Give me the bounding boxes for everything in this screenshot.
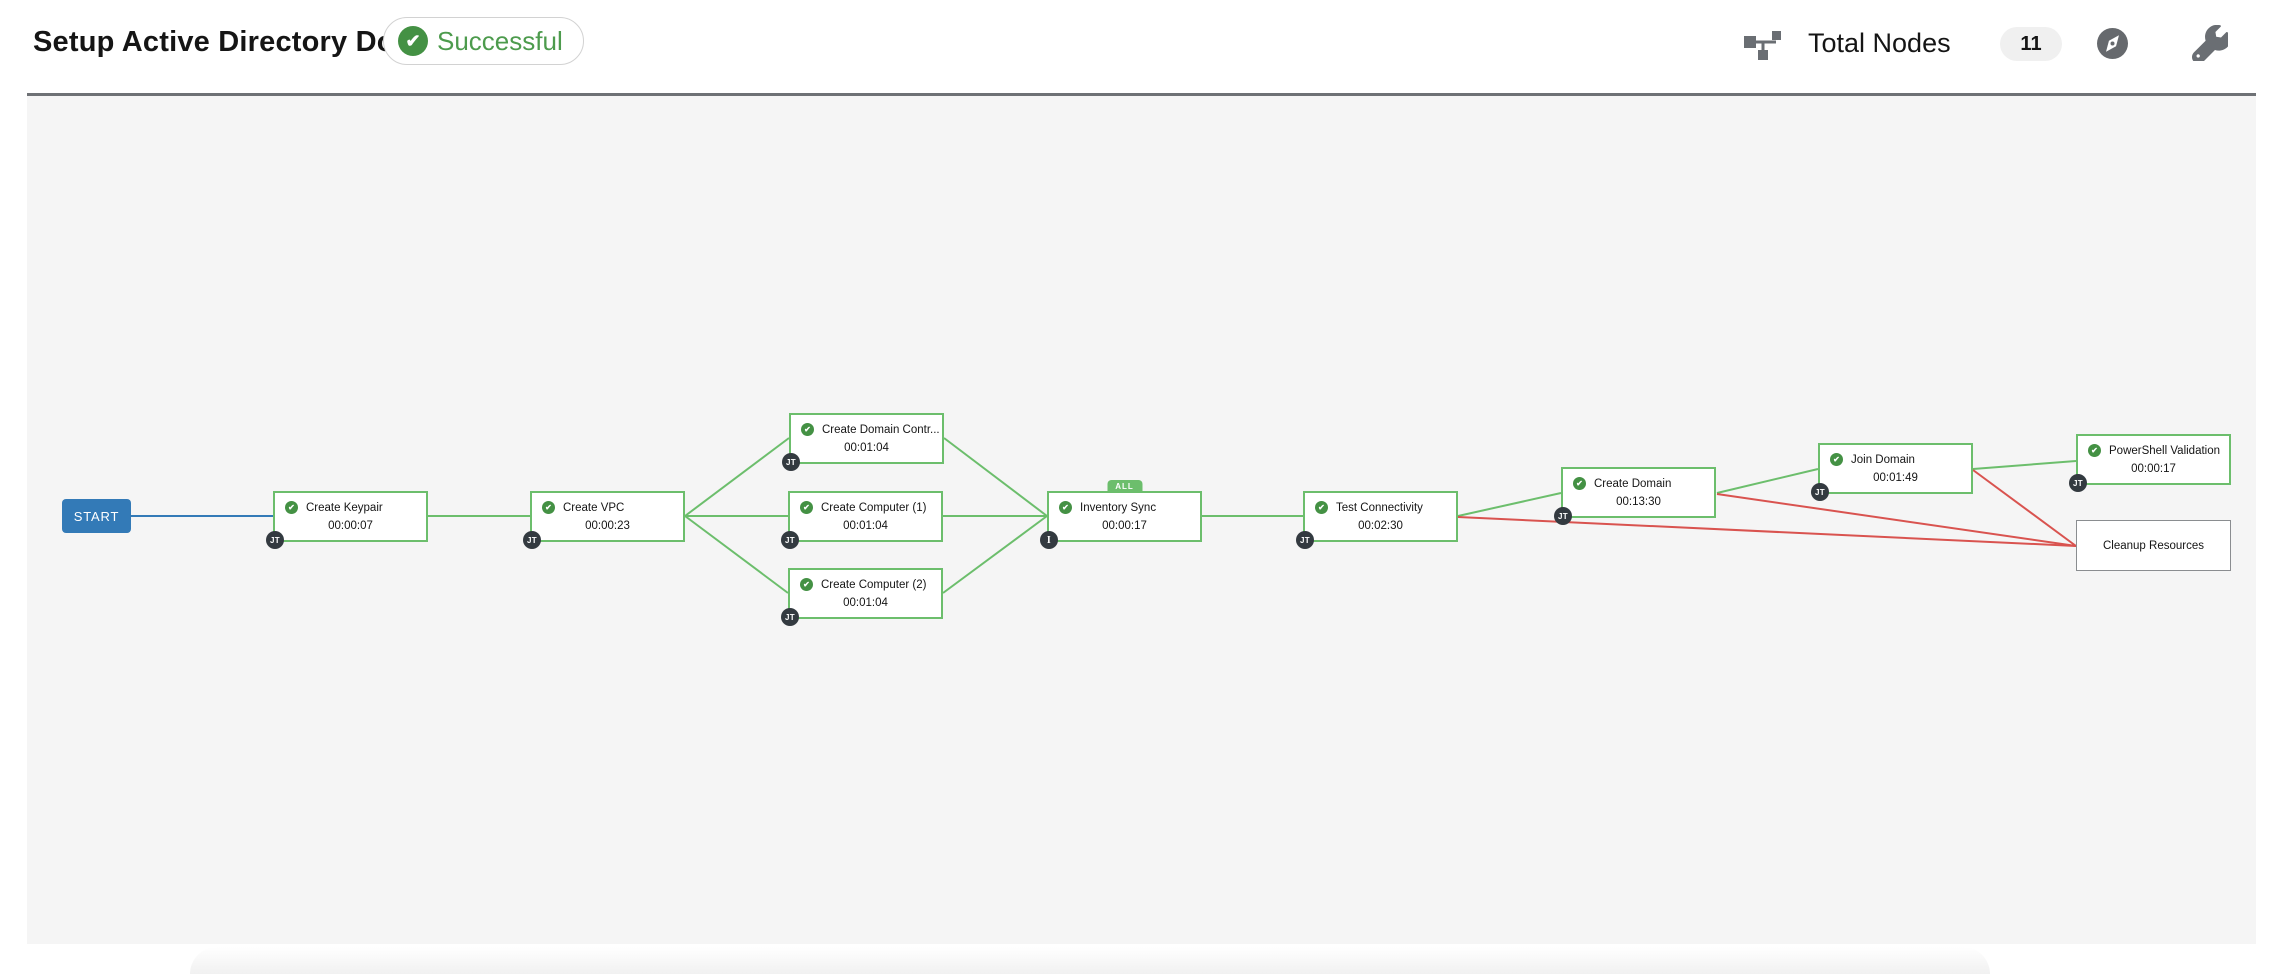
- node-cleanup-resources[interactable]: Cleanup Resources: [2076, 520, 2231, 571]
- total-nodes-label: Total Nodes: [1808, 28, 1951, 58]
- node-create-computer-2[interactable]: ✔ Create Computer (2) 00:01:04 JT: [781, 568, 943, 626]
- node-label: Test Connectivity: [1336, 501, 1423, 514]
- wrench-tools-icon[interactable]: [2191, 24, 2232, 64]
- job-template-badge: JT: [1554, 507, 1572, 525]
- success-status-icon: ✔: [542, 501, 555, 514]
- job-template-badge: JT: [1811, 483, 1829, 501]
- job-template-badge: JT: [2069, 474, 2087, 492]
- node-elapsed-time: 00:00:07: [328, 520, 373, 532]
- node-label: Cleanup Resources: [2102, 539, 2204, 552]
- success-status-icon: ✔: [800, 578, 813, 591]
- total-nodes-count-badge: 11: [2000, 27, 2062, 61]
- edge-create-computer-2-to-inventory-sync: [942, 515, 1048, 594]
- node-label: PowerShell Validation: [2109, 444, 2221, 457]
- success-status-icon: ✔: [800, 501, 813, 514]
- node-elapsed-time: 00:13:30: [1616, 496, 1661, 508]
- node-inventory-sync[interactable]: ALL ✔ Inventory Sync 00:00:17 I: [1040, 480, 1202, 549]
- success-status-icon: ✔: [1573, 477, 1586, 490]
- success-status-icon: ✔: [801, 423, 814, 436]
- node-label: Create Computer (2): [821, 578, 927, 591]
- edge-join-domain-to-cleanup-resources: [1972, 469, 2077, 547]
- edge-create-vpc-to-create-domain-controller: [684, 437, 790, 517]
- node-elapsed-time: 00:01:04: [843, 520, 888, 532]
- node-elapsed-time: 00:01:04: [843, 597, 888, 609]
- inventory-source-badge: I: [1040, 531, 1058, 549]
- status-badge-label: Successful: [437, 25, 563, 56]
- node-label: Create Domain: [1594, 477, 1672, 490]
- success-status-icon: ✔: [1830, 453, 1843, 466]
- node-label: Create Domain Contr...: [822, 423, 940, 436]
- node-label: Create Computer (1): [821, 501, 927, 514]
- edge-test-connectivity-to-cleanup-resources: [1457, 516, 2077, 547]
- workflow-canvas[interactable]: START ✔ Create Keypair 00:00:07 JT ✔ Cre…: [27, 96, 2256, 944]
- node-elapsed-time: 00:00:17: [2131, 463, 2176, 475]
- job-template-badge: JT: [781, 531, 799, 549]
- success-check-icon: ✔: [398, 26, 428, 56]
- success-status-icon: ✔: [285, 501, 298, 514]
- success-status-icon: ✔: [1315, 501, 1328, 514]
- job-template-badge: JT: [1296, 531, 1314, 549]
- node-join-domain[interactable]: ✔ Join Domain 00:01:49 JT: [1811, 443, 1973, 501]
- start-node: START: [62, 499, 131, 533]
- node-label: Create Keypair: [306, 501, 383, 514]
- node-label: Create VPC: [563, 501, 625, 514]
- node-create-vpc[interactable]: ✔ Create VPC 00:00:23 JT: [523, 491, 685, 549]
- node-elapsed-time: 00:00:23: [585, 520, 630, 532]
- node-create-computer-1[interactable]: ✔ Create Computer (1) 00:01:04 JT: [781, 491, 943, 549]
- edge-create-domain-controller-to-inventory-sync: [943, 437, 1048, 517]
- node-elapsed-time: 00:00:17: [1102, 520, 1147, 532]
- success-status-icon: ✔: [2088, 444, 2101, 457]
- compass-icon[interactable]: [2096, 27, 2129, 60]
- status-badge: ✔ Successful: [383, 17, 584, 65]
- node-elapsed-time: 00:01:04: [844, 442, 889, 454]
- job-template-badge: JT: [781, 608, 799, 626]
- node-powershell-validation[interactable]: ✔ PowerShell Validation 00:00:17 JT: [2069, 434, 2231, 492]
- node-label: Join Domain: [1851, 453, 1915, 466]
- job-template-badge: JT: [782, 453, 800, 471]
- edge-join-domain-to-powershell-validation: [1972, 460, 2077, 470]
- edge-test-connectivity-to-create-domain: [1457, 492, 1562, 517]
- node-create-domain-controller[interactable]: ✔ Create Domain Contr... 00:01:04 JT: [782, 413, 944, 471]
- edge-create-domain-to-join-domain: [1716, 468, 1819, 494]
- node-elapsed-time: 00:01:49: [1873, 472, 1918, 484]
- convergence-all-badge: ALL: [1107, 480, 1142, 493]
- bottom-page-shadow: [190, 947, 1990, 974]
- header-divider: [27, 93, 2256, 96]
- job-template-badge: JT: [266, 531, 284, 549]
- node-create-keypair[interactable]: ✔ Create Keypair 00:00:07 JT: [266, 491, 428, 549]
- edge-create-vpc-to-create-computer-2: [684, 515, 789, 594]
- node-elapsed-time: 00:02:30: [1358, 520, 1403, 532]
- edge-create-domain-to-cleanup-resources: [1716, 493, 2077, 547]
- node-label: Inventory Sync: [1080, 501, 1157, 514]
- header: Setup Active Directory Domain ✔ Successf…: [0, 0, 2290, 93]
- job-template-badge: JT: [523, 531, 541, 549]
- node-test-connectivity[interactable]: ✔ Test Connectivity 00:02:30 JT: [1296, 491, 1458, 549]
- topology-icon: [1743, 28, 1783, 67]
- success-status-icon: ✔: [1059, 501, 1072, 514]
- node-create-domain[interactable]: ✔ Create Domain 00:13:30 JT: [1554, 467, 1716, 525]
